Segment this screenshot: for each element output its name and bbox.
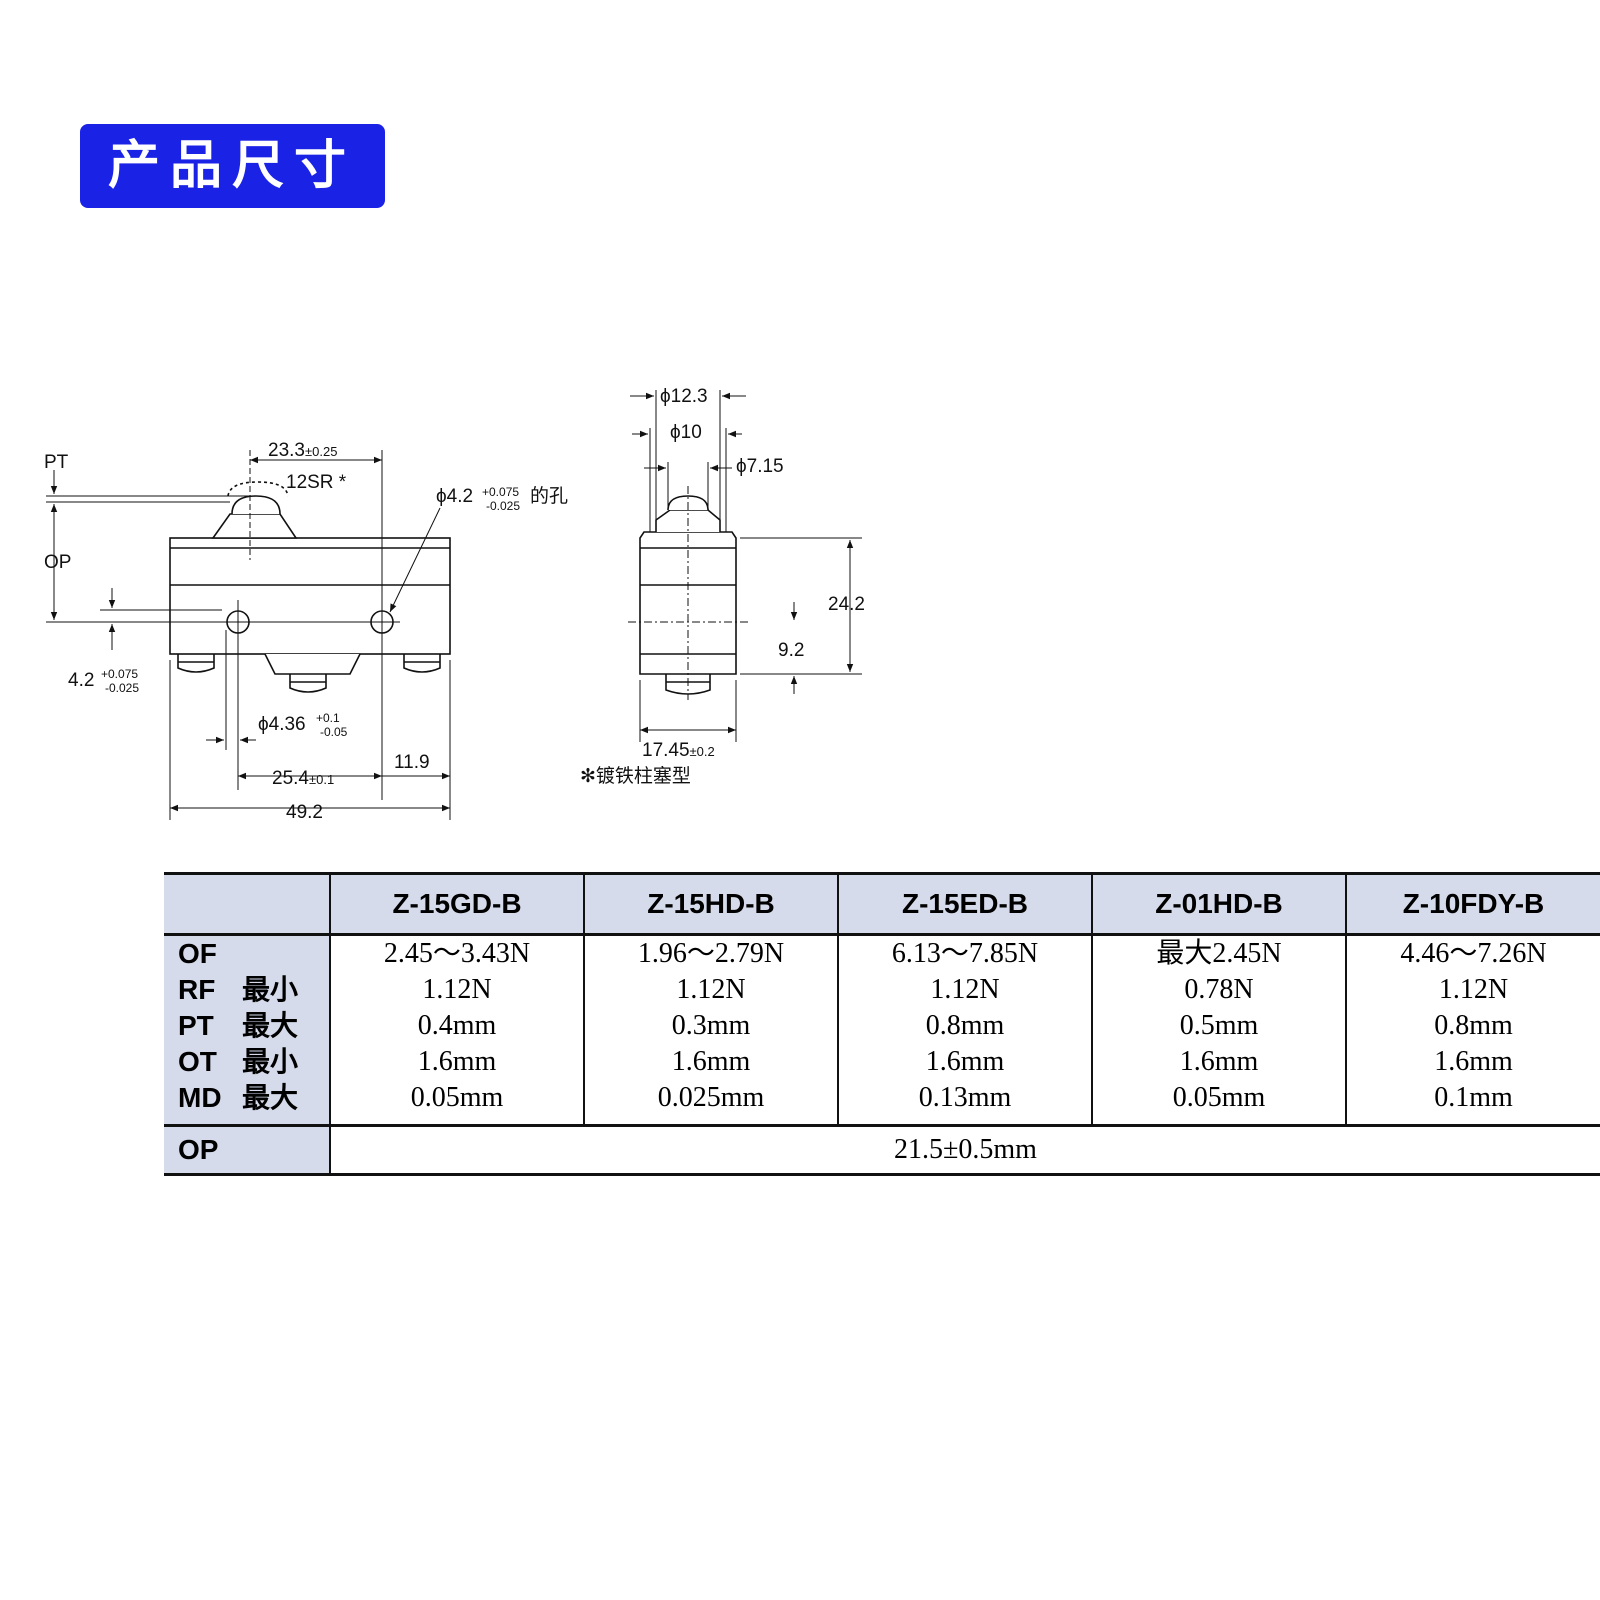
table-cell: 1.12N bbox=[422, 974, 492, 1005]
dim-25-4-tol: ±0.1 bbox=[309, 772, 334, 787]
model-column: 最大2.45N 0.78N 0.5mm 1.6mm 0.05mm bbox=[1091, 934, 1347, 1127]
dim-4-36-minus: -0.05 bbox=[320, 725, 348, 739]
dim-4-2: 4.2 bbox=[68, 670, 94, 691]
table-cell: 1.96～2.79N bbox=[637, 938, 785, 969]
front-view bbox=[169, 481, 451, 693]
row-label-qual: 最大 bbox=[242, 1010, 299, 1041]
row-label-qual: 最大 bbox=[242, 1082, 299, 1113]
dim-9-2: 9.2 bbox=[778, 640, 804, 661]
row-label-qual: 最小 bbox=[242, 1046, 299, 1077]
radius-label: 12SR * bbox=[286, 472, 347, 493]
dim-12-3: ϕ12.3 bbox=[660, 386, 708, 407]
dim-17-45-tol: ±0.2 bbox=[690, 744, 715, 759]
svg-text:ϕ4.2: ϕ4.2 bbox=[436, 486, 473, 507]
dim-7-15: ϕ7.15 bbox=[736, 456, 784, 477]
hole-label: ϕ4.2 bbox=[436, 486, 473, 507]
row-label-key: OF bbox=[178, 938, 217, 969]
plunger-note: ✻镀铁柱塞型 bbox=[580, 765, 691, 787]
dim-49-2: 49.2 bbox=[286, 802, 323, 823]
row-label-qual: 最小 bbox=[242, 974, 299, 1005]
hole-tol-minus: -0.025 bbox=[486, 499, 520, 513]
table-row: OF RF 最小 PT 最大 OT 最小 MD 最大 2.45～3.43N 1.12N … bbox=[164, 934, 1600, 1127]
table-cell: 0.05mm bbox=[410, 1082, 504, 1113]
table-cell: 1.6mm bbox=[925, 1046, 1005, 1077]
dim-4-2-minus: -0.025 bbox=[105, 681, 139, 695]
table-corner-cell bbox=[164, 872, 331, 936]
hole-tol-plus: +0.075 bbox=[482, 485, 519, 499]
dim-25-4: 25.4 bbox=[272, 768, 309, 789]
model-column: 2.45～3.43N 1.12N 0.4mm 1.6mm 0.05mm bbox=[329, 934, 585, 1127]
table-cell: 0.8mm bbox=[1434, 1010, 1513, 1041]
dim-4-2-plus: +0.075 bbox=[101, 667, 138, 681]
table-cell: 1.12N bbox=[676, 974, 746, 1005]
side-dimension-lines bbox=[628, 390, 862, 742]
op-value: 21.5±0.5mm bbox=[329, 1125, 1600, 1176]
pt-label: PT bbox=[44, 452, 69, 473]
spec-table: Z-15GD-B Z-15HD-B Z-15ED-B Z-01HD-B Z-10… bbox=[164, 872, 1600, 1176]
model-column: 6.13～7.85N 1.12N 0.8mm 1.6mm 0.13mm bbox=[837, 934, 1093, 1127]
model-column: 1.96～2.79N 1.12N 0.3mm 1.6mm 0.025mm bbox=[583, 934, 839, 1127]
table-cell: 最大2.45N bbox=[1156, 938, 1282, 969]
table-cell: 1.6mm bbox=[671, 1046, 751, 1077]
table-cell: 1.6mm bbox=[417, 1046, 497, 1077]
column-header: Z-15GD-B bbox=[329, 872, 585, 936]
table-cell: 0.13mm bbox=[918, 1082, 1012, 1113]
front-dimension-lines bbox=[46, 450, 451, 820]
op-label: OP bbox=[44, 552, 71, 573]
table-cell: 0.3mm bbox=[671, 1010, 751, 1041]
table-cell: 2.45～3.43N bbox=[383, 938, 531, 969]
svg-text:23.3±0.25: 23.3±0.25 bbox=[268, 440, 337, 461]
hole-suffix: 的孔 bbox=[530, 485, 568, 507]
dim-11-9: 11.9 bbox=[394, 752, 430, 773]
table-cell: 0.4mm bbox=[417, 1010, 497, 1041]
column-header: Z-15ED-B bbox=[837, 872, 1093, 936]
dim-4-36: ϕ4.36 bbox=[258, 714, 306, 735]
row-label-key: MD bbox=[178, 1082, 222, 1113]
dim-24-2: 24.2 bbox=[828, 594, 865, 615]
op-row-label: OP bbox=[164, 1125, 331, 1176]
row-label-key: PT bbox=[178, 1010, 214, 1041]
dim-17-45: 17.45 bbox=[642, 740, 690, 761]
table-cell: 0.78N bbox=[1184, 974, 1254, 1005]
row-labels: OF RF 最小 PT 最大 OT 最小 MD 最大 bbox=[164, 934, 331, 1127]
table-cell: 1.12N bbox=[1438, 974, 1509, 1005]
table-cell: 1.6mm bbox=[1179, 1046, 1259, 1077]
row-label-key: OT bbox=[178, 1046, 217, 1077]
model-column: 4.46～7.26N 1.12N 0.8mm 1.6mm 0.1mm bbox=[1345, 934, 1600, 1127]
column-header: Z-15HD-B bbox=[583, 872, 839, 936]
dim-4-36-plus: +0.1 bbox=[316, 711, 340, 725]
table-cell: 0.025mm bbox=[657, 1082, 765, 1113]
table-cell: 0.8mm bbox=[925, 1010, 1005, 1041]
table-cell: 0.5mm bbox=[1179, 1010, 1259, 1041]
table-cell: 1.6mm bbox=[1434, 1046, 1513, 1077]
dim-23-3-tol: ±0.25 bbox=[305, 444, 337, 459]
section-title: 产品尺寸 bbox=[80, 124, 385, 208]
row-label-key: RF bbox=[178, 974, 216, 1005]
table-cell: 0.05mm bbox=[1172, 1082, 1266, 1113]
column-header: Z-01HD-B bbox=[1091, 872, 1347, 936]
dim-10: ϕ10 bbox=[670, 422, 702, 443]
table-cell: 4.46～7.26N bbox=[1400, 938, 1547, 969]
table-cell: 0.1mm bbox=[1434, 1082, 1513, 1113]
dim-23-3: 23.3 bbox=[268, 440, 305, 461]
column-header: Z-10FDY-B bbox=[1345, 872, 1600, 936]
table-header-row: Z-15GD-B Z-15HD-B Z-15ED-B Z-01HD-B Z-10… bbox=[164, 872, 1600, 936]
svg-text:25.4±0.1: 25.4±0.1 bbox=[272, 768, 334, 789]
table-row-op: OP 21.5±0.5mm bbox=[164, 1125, 1600, 1176]
svg-text:17.45±0.2: 17.45±0.2 bbox=[642, 740, 715, 761]
dimension-drawing: PT OP 23.3±0.25 12SR * ϕ4.2 +0.075 -0.02… bbox=[44, 386, 865, 823]
table-cell: 1.12N bbox=[930, 974, 1000, 1005]
table-cell: 6.13～7.85N bbox=[891, 938, 1039, 969]
